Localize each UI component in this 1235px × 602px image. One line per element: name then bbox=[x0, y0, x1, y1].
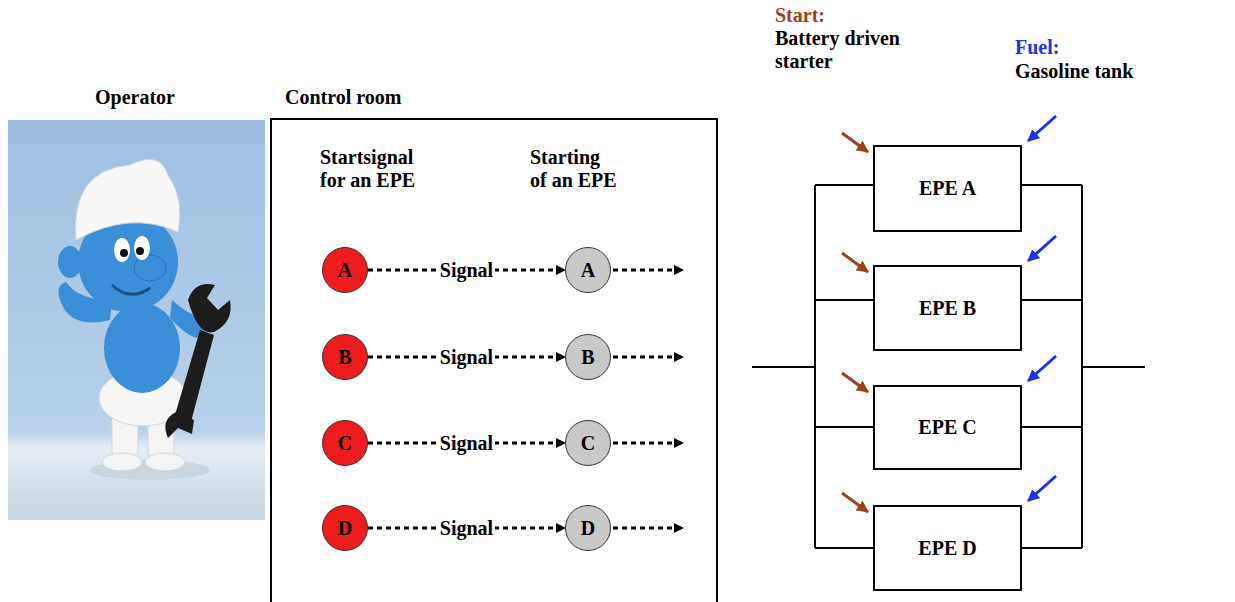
edge-label: Signal bbox=[438, 346, 495, 369]
epe-label: EPE D bbox=[918, 537, 976, 560]
column-heading: Startsignal for an EPE bbox=[320, 146, 440, 192]
edge-label: Signal bbox=[438, 259, 495, 282]
start-signal-circle: D bbox=[322, 505, 368, 551]
fuel-heading: Fuel: bbox=[1015, 36, 1135, 59]
start-heading: Start: bbox=[775, 4, 895, 27]
start-signal-circle: C bbox=[322, 420, 368, 466]
circle-letter: C bbox=[338, 432, 352, 455]
starting-circle: B bbox=[565, 334, 611, 380]
room-title: Control room bbox=[285, 86, 485, 109]
starting-circle: A bbox=[565, 247, 611, 293]
operator-figure bbox=[8, 120, 265, 520]
fuel-text: Gasoline tank bbox=[1015, 60, 1165, 83]
starting-circle: D bbox=[565, 505, 611, 551]
column-heading: Starting of an EPE bbox=[530, 146, 619, 192]
parallel-wiring bbox=[752, 185, 1145, 548]
epe-label: EPE A bbox=[919, 177, 976, 200]
epe-box: EPE B bbox=[873, 265, 1022, 351]
epe-label: EPE B bbox=[919, 297, 976, 320]
start-arrows bbox=[842, 133, 868, 512]
start-signal-circle: B bbox=[322, 334, 368, 380]
fuel-arrows bbox=[1028, 116, 1056, 501]
output-arrows bbox=[613, 270, 683, 528]
circle-letter: D bbox=[338, 517, 352, 540]
edge-label: Signal bbox=[438, 517, 495, 540]
circle-letter: D bbox=[581, 517, 595, 540]
operator-label: Operator bbox=[55, 86, 215, 109]
starting-circle: C bbox=[565, 420, 611, 466]
start-text: Battery driven starter bbox=[775, 27, 913, 73]
epe-box: EPE D bbox=[873, 505, 1022, 591]
epe-box: EPE C bbox=[873, 385, 1022, 470]
circle-letter: B bbox=[581, 346, 594, 369]
epe-box: EPE A bbox=[873, 145, 1022, 232]
circle-letter: C bbox=[581, 432, 595, 455]
circle-letter: A bbox=[581, 259, 595, 282]
start-signal-circle: A bbox=[322, 247, 368, 293]
epe-label: EPE C bbox=[918, 416, 976, 439]
circle-letter: A bbox=[338, 259, 352, 282]
circle-letter: B bbox=[338, 346, 351, 369]
edge-label: Signal bbox=[438, 432, 495, 455]
